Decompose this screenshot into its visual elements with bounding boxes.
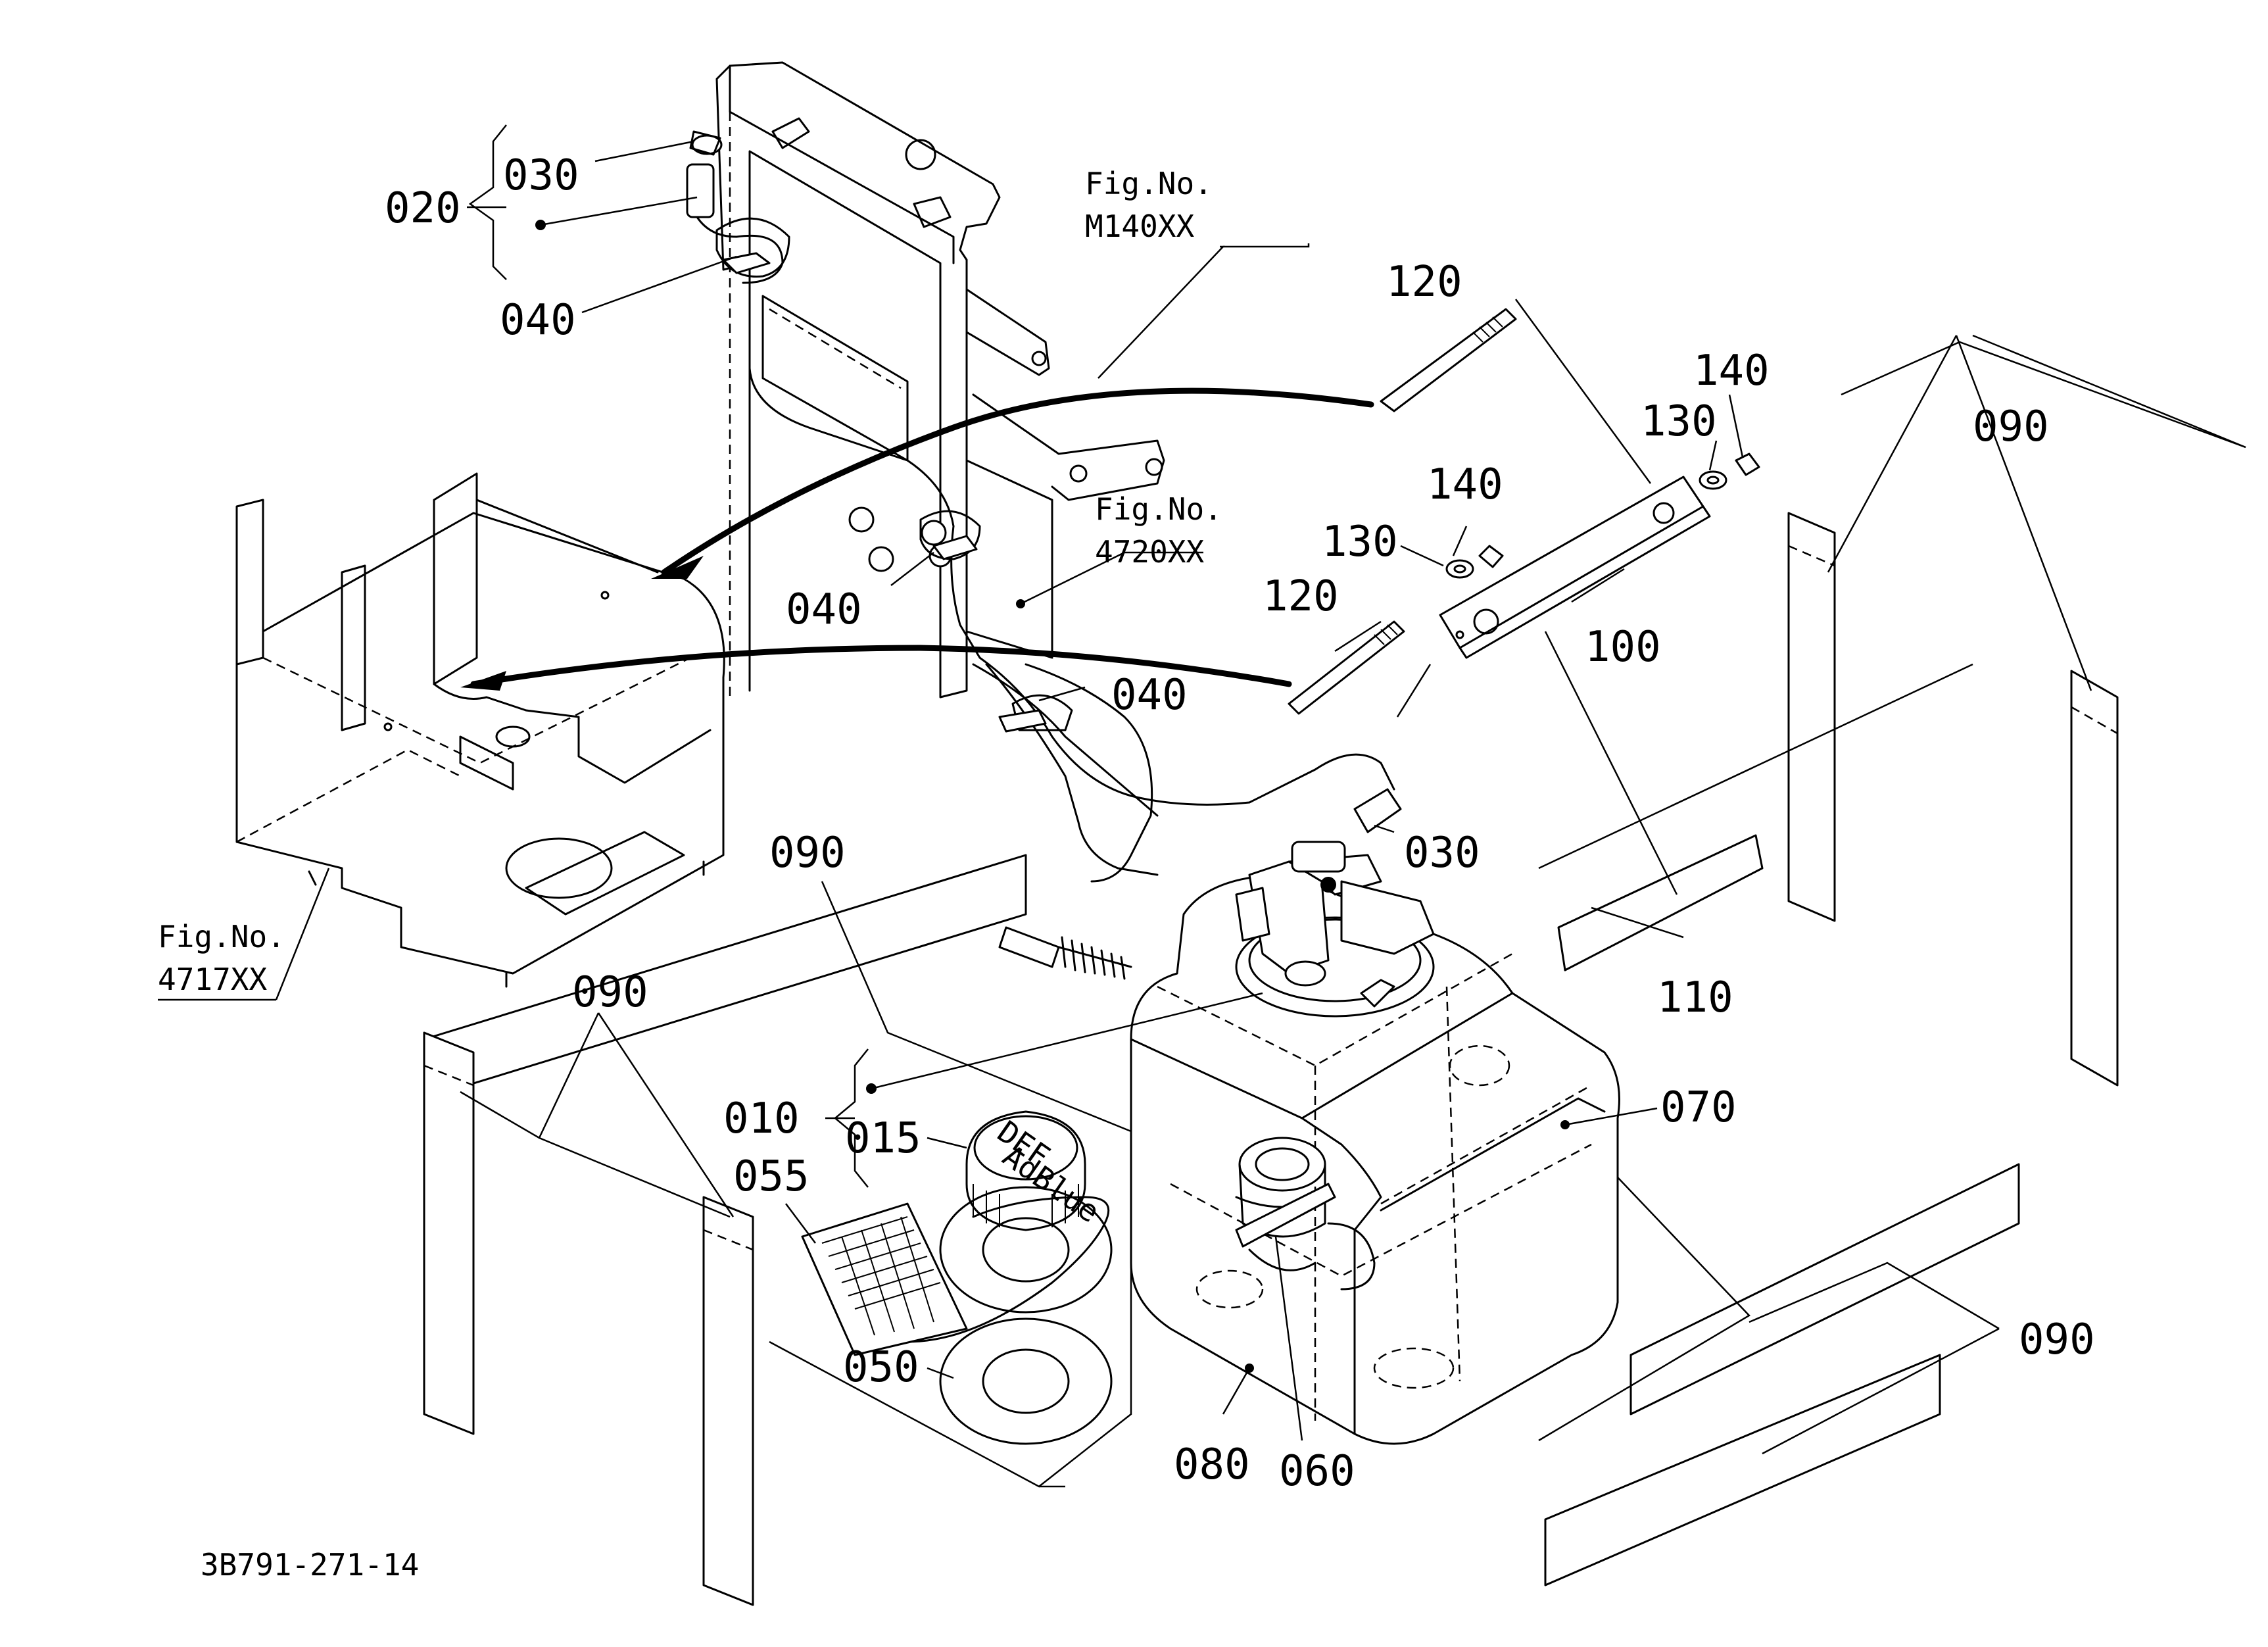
leader-lines (158, 124, 2246, 1488)
callout-015: 015 (845, 1114, 921, 1163)
callout-labels: 020 030 040 040 040 030 120 120 140 130 … (385, 151, 2095, 1496)
figure-reference-4717xx[interactable]: Fig.No. 4717XX (158, 919, 285, 997)
callout-010: 010 (723, 1094, 800, 1143)
assembly-arrows (460, 387, 1374, 691)
fig-ref-m140xx-number: M140XX (1085, 209, 1194, 244)
fig-ref-4720xx-number: 4720XX (1095, 534, 1204, 570)
battery-support-frame (235, 472, 725, 988)
callout-090-center: 090 (769, 829, 846, 877)
callout-040-mid: 040 (786, 585, 862, 634)
callout-055: 055 (733, 1152, 809, 1201)
callout-080: 080 (1174, 1440, 1250, 1489)
callout-120-top: 120 (1386, 258, 1462, 307)
decal-strips (423, 512, 2119, 1606)
wiring-harness (686, 130, 1402, 980)
fig-ref-4717xx-number: 4717XX (158, 962, 267, 997)
callout-050: 050 (843, 1343, 919, 1392)
callout-030-mid: 030 (1404, 829, 1480, 877)
callout-090-left: 090 (572, 968, 648, 1017)
caution-label (801, 1202, 968, 1356)
callout-140-right: 140 (1693, 347, 1770, 395)
callout-140-left: 140 (1427, 460, 1503, 509)
callout-130-left: 130 (1322, 518, 1398, 566)
diagram-id: 3B791-271-14 (201, 1547, 419, 1583)
callout-020: 020 (385, 184, 461, 233)
callout-040-low: 040 (1111, 671, 1188, 720)
callout-090-right: 090 (1973, 403, 2049, 451)
figure-reference-m140xx[interactable]: Fig.No. M140XX (1085, 166, 1213, 244)
upper-bracket-frame (715, 61, 1165, 699)
callout-120-mid: 120 (1263, 572, 1339, 621)
figure-reference-4720xx[interactable]: Fig.No. 4720XX (1095, 491, 1222, 570)
fig-ref-m140xx-prefix: Fig.No. (1085, 166, 1213, 201)
fig-ref-4717xx-prefix: Fig.No. (158, 919, 285, 954)
fig-ref-4720xx-prefix: Fig.No. (1095, 491, 1222, 527)
filler-cap: DEF AdBlue (965, 1110, 1106, 1231)
rods-and-bracket (1288, 308, 1760, 715)
def-tank (1130, 841, 1620, 1445)
callout-060: 060 (1279, 1447, 1355, 1496)
callout-030-top: 030 (503, 151, 579, 200)
callout-040-top: 040 (500, 296, 576, 345)
callout-090-lowright: 090 (2019, 1315, 2095, 1364)
callout-130-right: 130 (1641, 397, 1717, 446)
callout-070: 070 (1660, 1083, 1737, 1132)
callout-100: 100 (1585, 623, 1661, 672)
callout-110: 110 (1657, 973, 1733, 1022)
